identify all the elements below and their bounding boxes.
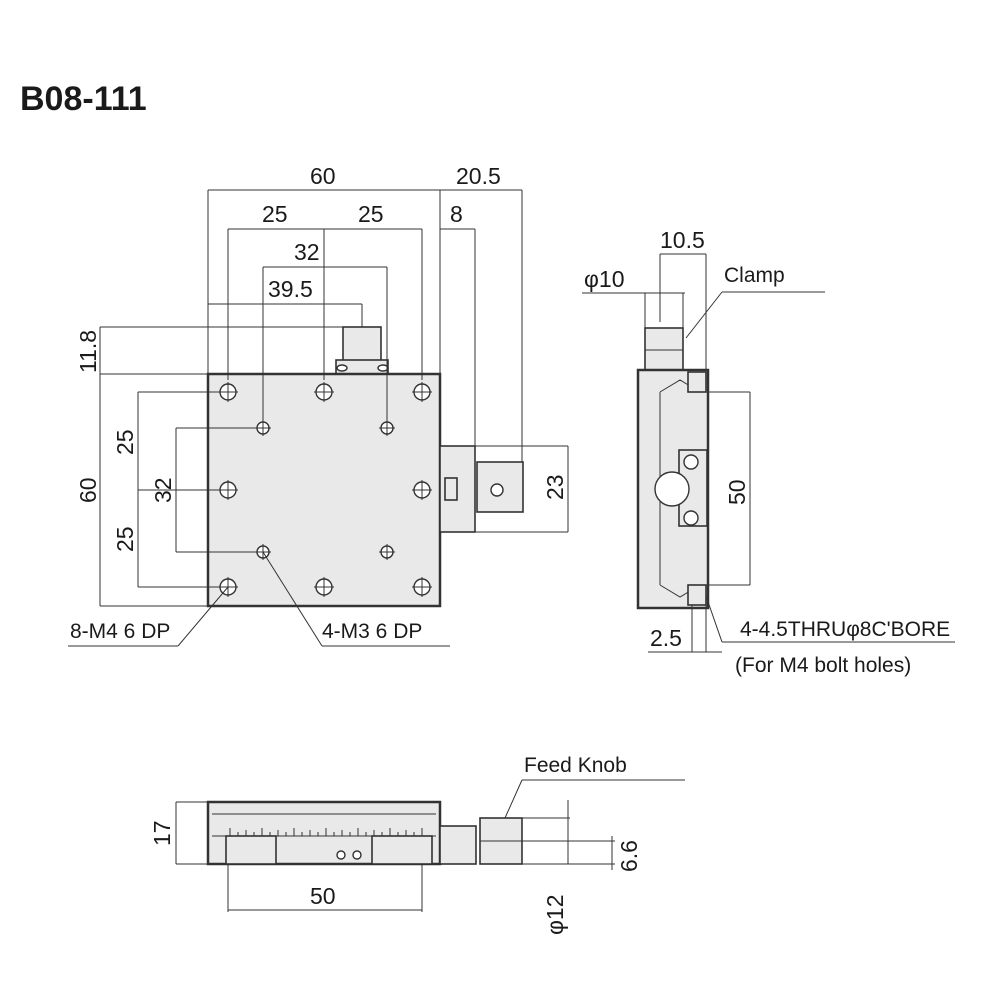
dim-side-inset: 2.5 xyxy=(650,625,682,651)
top-clamp-knob xyxy=(342,326,382,362)
dim-front-pitch: 50 xyxy=(310,883,336,909)
dim-pitch-v1: 25 xyxy=(112,429,138,455)
dim-front-height: 17 xyxy=(149,820,175,846)
dim-pitch-left: 25 xyxy=(262,201,288,227)
front-view: 17 50 6.6 φ12 Feed Knob xyxy=(149,754,685,935)
dim-side-holes: 50 xyxy=(724,479,750,505)
dim-knob-offset: 8 xyxy=(450,201,463,227)
dim-front-small: 6.6 xyxy=(616,840,642,872)
dim-knob-dia: φ10 xyxy=(584,266,625,292)
side-view: 10.5 φ10 Clamp 50 2.5 4-4.5THRUφ8C'BORE … xyxy=(582,227,955,677)
label-bore-holes: 4-4.5THRUφ8C'BORE xyxy=(740,618,950,641)
top-view: 60 20.5 25 25 8 32 39.5 xyxy=(68,163,569,647)
dim-knob-center: 39.5 xyxy=(268,276,313,302)
label-feed-knob: Feed Knob xyxy=(524,754,627,777)
label-clamp: Clamp xyxy=(724,264,785,287)
label-m4-holes: 8-M4 6 DP xyxy=(70,620,170,643)
dim-side-width: 10.5 xyxy=(660,227,705,253)
model-title: B08-111 xyxy=(20,80,147,118)
dim-side-height: 60 xyxy=(75,477,101,503)
label-m3-holes: 4-M3 6 DP xyxy=(322,620,422,643)
dim-top-width: 60 xyxy=(310,163,336,189)
scale-ticks xyxy=(229,828,423,836)
side-clamp-knob xyxy=(644,327,684,371)
dim-top-offset: 20.5 xyxy=(456,163,501,189)
dim-pitch-right: 25 xyxy=(358,201,384,227)
dim-knob-height: 11.8 xyxy=(75,330,101,373)
dim-front-knob-dia: φ12 xyxy=(542,895,568,936)
dim-knob-span: 23 xyxy=(542,474,568,500)
dim-pitch-v2: 25 xyxy=(112,526,138,552)
dim-pitch-32: 32 xyxy=(294,239,320,265)
dim-pitch-32-v: 32 xyxy=(150,477,176,503)
label-bore-note: (For M4 bolt holes) xyxy=(735,654,911,677)
top-stage-body xyxy=(206,372,442,608)
